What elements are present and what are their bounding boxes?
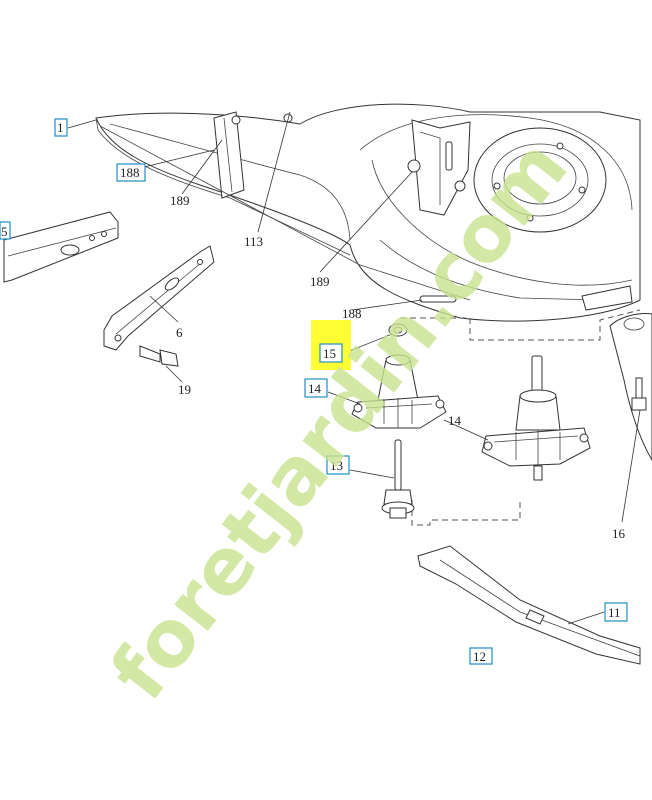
- mower-blade: [417, 545, 641, 665]
- callout-113: 113: [244, 234, 263, 249]
- callout-12: 12: [473, 649, 486, 664]
- callout-189b: 189: [310, 274, 330, 289]
- callout-6: 6: [176, 325, 183, 340]
- spindle-shaft: [381, 439, 415, 519]
- callout-labels: 1 188 189 113 189 188 6 19 15 14 14 13 1…: [0, 118, 628, 665]
- leader-lines: [67, 111, 641, 625]
- callout-14a: 14: [308, 381, 322, 396]
- callout-14b: 14: [448, 413, 462, 428]
- callout-19: 19: [178, 382, 191, 397]
- bolt-19: [139, 345, 179, 367]
- right-side-part: [609, 313, 652, 461]
- callout-11: 11: [608, 605, 621, 620]
- spindle-housing-left: [351, 323, 447, 429]
- callout-188b: 188: [342, 306, 362, 321]
- spindle-housing-right: [481, 355, 591, 481]
- callout-16: 16: [612, 526, 626, 541]
- callout-15: 15: [323, 346, 336, 361]
- callout-5: 5: [1, 224, 8, 239]
- bracket-6: [103, 245, 215, 351]
- callout-189a: 189: [170, 193, 190, 208]
- callout-188a: 188: [120, 165, 140, 180]
- callout-1: 1: [57, 120, 64, 135]
- side-arm: [3, 211, 119, 283]
- mower-deck: [95, 103, 641, 322]
- callout-13: 13: [330, 458, 343, 473]
